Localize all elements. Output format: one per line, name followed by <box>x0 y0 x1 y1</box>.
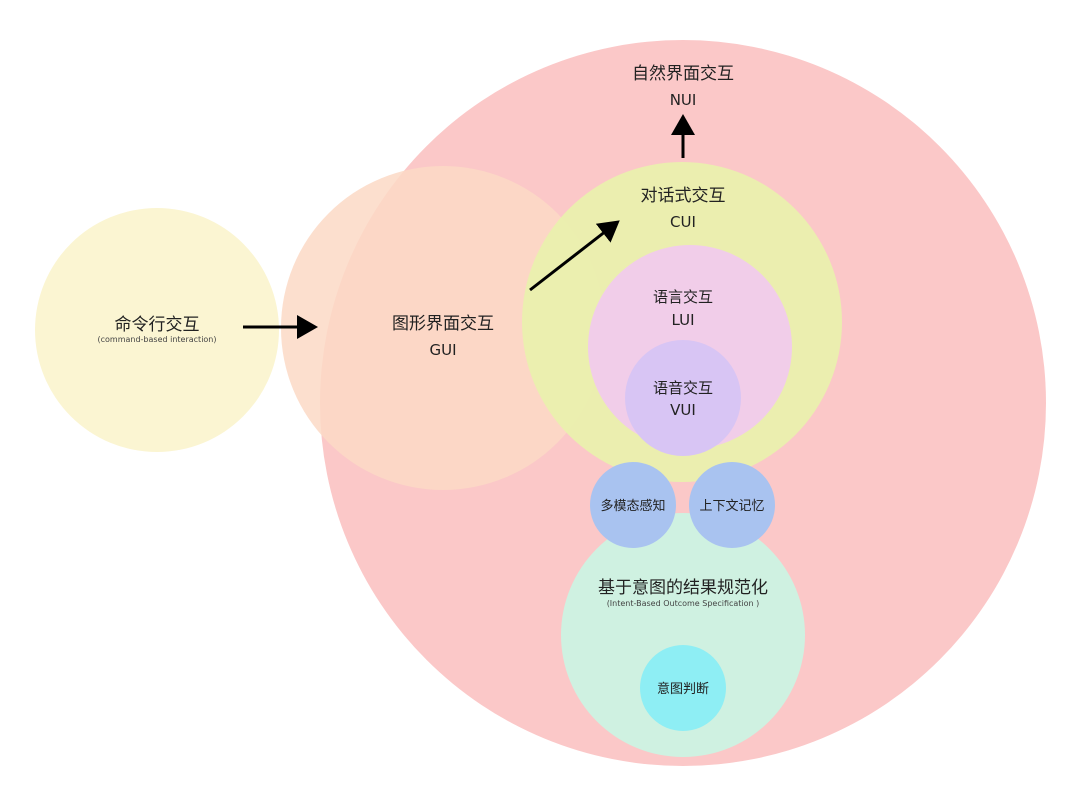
lui-title: 语言交互 <box>653 288 713 306</box>
nui-title: 自然界面交互 <box>632 64 734 84</box>
gui-abbr: GUI <box>429 341 456 359</box>
arrow-gui-to-cui <box>529 220 620 292</box>
context-circle <box>689 462 775 548</box>
intent-subtitle: (Intent-Based Outcome Specification ) <box>607 599 760 608</box>
vui-title: 语音交互 <box>653 379 713 397</box>
cli-subtitle: (command-based interaction) <box>97 335 216 344</box>
judge-circle <box>640 645 726 731</box>
vui-abbr: VUI <box>670 401 696 419</box>
cli-circle <box>35 208 279 452</box>
lui-abbr: LUI <box>671 311 694 329</box>
vui-circle <box>625 340 741 456</box>
context-title: 上下文记忆 <box>699 498 764 514</box>
cui-abbr: CUI <box>670 213 696 231</box>
judge-title: 意图判断 <box>657 681 709 697</box>
gui-title: 图形界面交互 <box>392 314 494 334</box>
intent-circle <box>561 513 805 757</box>
gui-circle <box>281 166 605 490</box>
multimodal-title: 多模态感知 <box>600 498 665 514</box>
intent-title: 基于意图的结果规范化 <box>598 578 768 598</box>
multimodal-circle <box>590 462 676 548</box>
cli-title: 命令行交互 <box>115 315 200 335</box>
nui-abbr: NUI <box>670 91 697 109</box>
cui-title: 对话式交互 <box>641 186 726 206</box>
